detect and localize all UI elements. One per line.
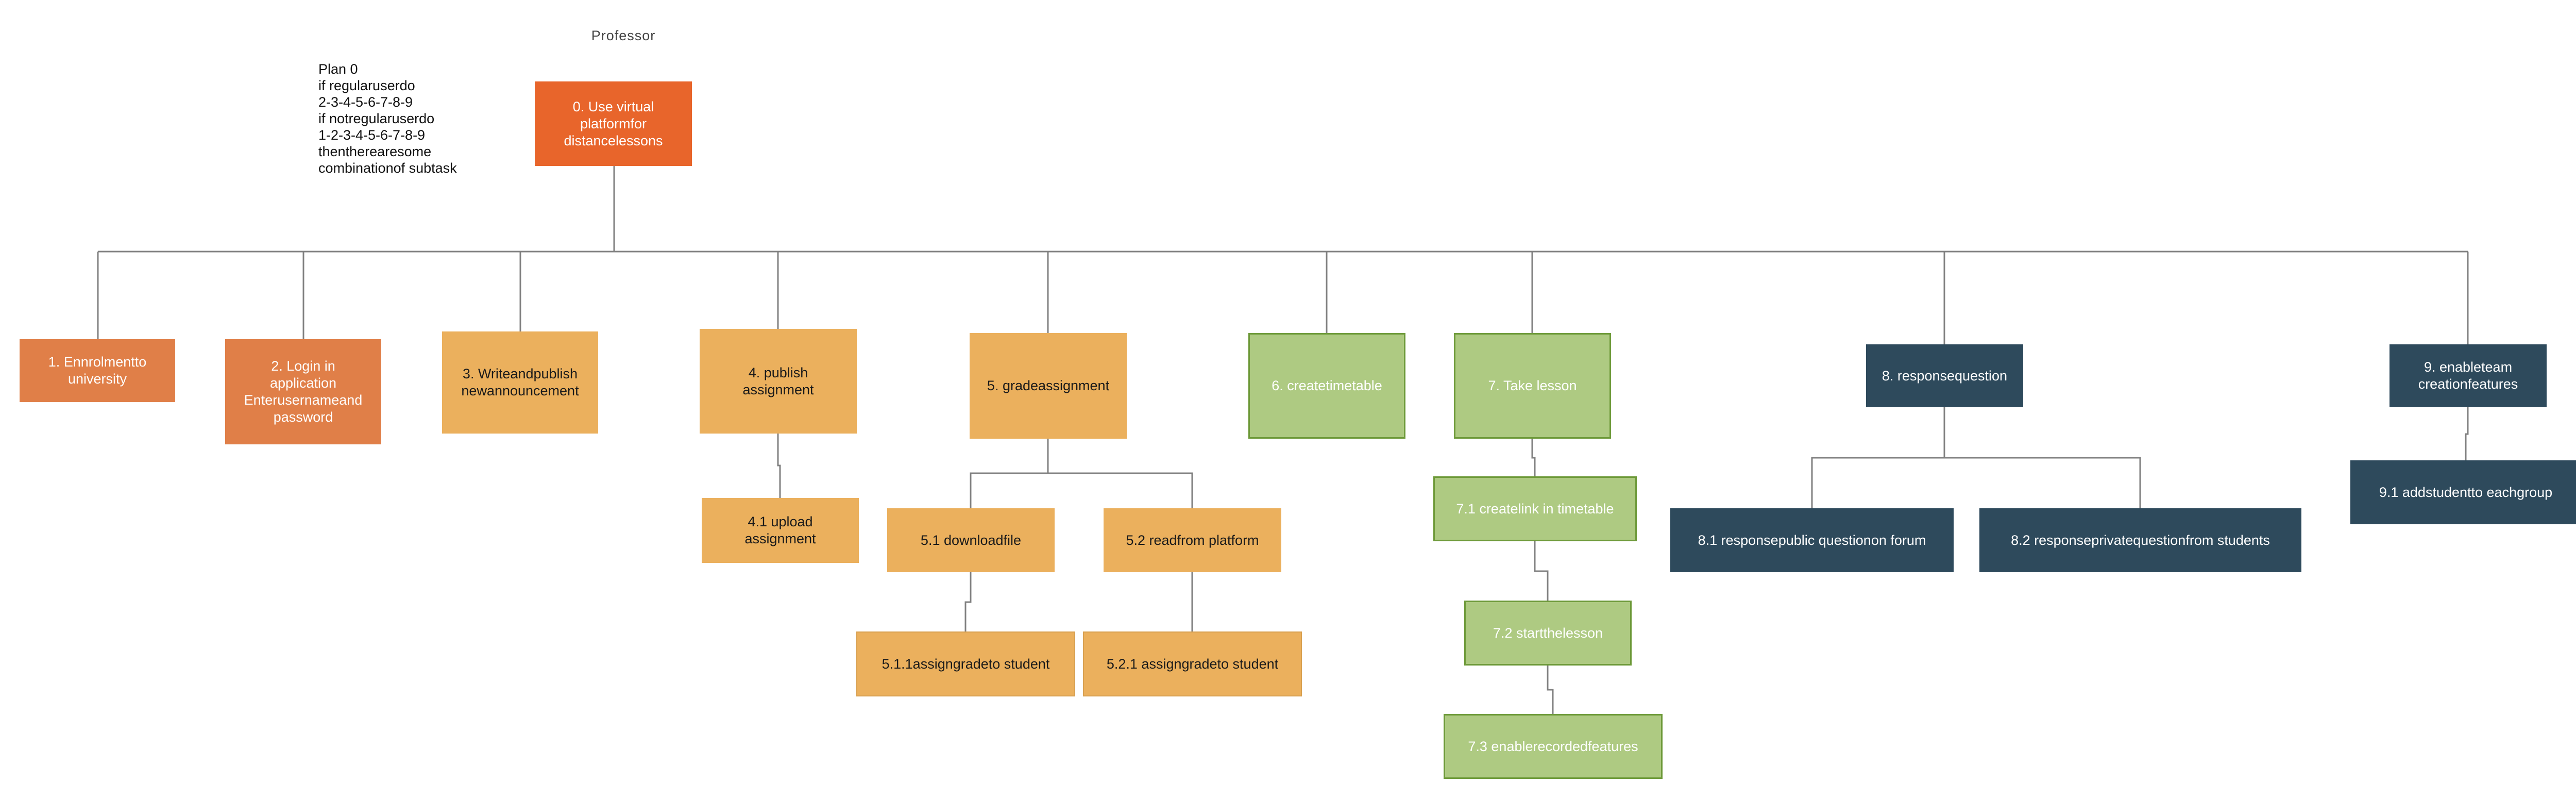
task-label-line: 8.1 responsepublic questionon forum <box>1698 532 1926 548</box>
task-node-5-1[interactable]: 5.1 downloadfile <box>887 508 1055 572</box>
connector-line <box>1048 472 1193 508</box>
task-label-line: application <box>269 375 337 391</box>
diagram-title: Professor <box>591 28 656 43</box>
task-node-5[interactable]: 5. gradeassignment <box>970 333 1127 439</box>
plan-line: combinationof subtask <box>318 160 457 176</box>
task-label-line: 7.1 createlink in timetable <box>1456 501 1614 517</box>
connector-line <box>1531 439 1536 476</box>
connector-line <box>1944 457 2141 508</box>
task-label-line: 4.1 upload <box>748 514 813 529</box>
task-node-7-1[interactable]: 7.1 createlink in timetable <box>1433 476 1637 541</box>
plan-line: 1-2-3-4-5-6-7-8-9 <box>318 127 426 143</box>
task-node-7[interactable]: 7. Take lesson <box>1454 333 1611 439</box>
task-label-line: university <box>67 371 127 387</box>
task-label-line: 5.1.1assigngradeto student <box>882 656 1050 672</box>
task-label-line: 7.3 enablerecordedfeatures <box>1468 738 1638 754</box>
task-label-line: 7.2 startthelesson <box>1493 625 1603 641</box>
task-node-3[interactable]: 3. Writeandpublish newannouncement <box>442 331 598 434</box>
task-node-0-root[interactable]: 0. Use virtual platformfor distancelesso… <box>535 81 692 166</box>
task-node-6[interactable]: 6. createtimetable <box>1248 333 1405 439</box>
plan-line: if regularuserdo <box>318 78 415 93</box>
connector-line <box>970 439 1049 508</box>
task-node-9[interactable]: 9. enableteam creationfeatures <box>2389 344 2547 407</box>
task-node-7-2[interactable]: 7.2 startthelesson <box>1464 601 1632 666</box>
plan-line: if notregularuserdo <box>318 111 435 126</box>
task-label-line: password <box>273 409 333 425</box>
task-label-line: 8. responsequestion <box>1882 368 2008 384</box>
task-node-5-1-1[interactable]: 5.1.1assigngradeto student <box>856 631 1075 696</box>
task-label-line: 9. enableteam <box>2424 359 2513 375</box>
task-label-line: distancelessons <box>564 132 663 148</box>
task-label-line: 5.2.1 assigngradeto student <box>1106 656 1279 672</box>
plan-line: 2-3-4-5-6-7-8-9 <box>318 94 413 110</box>
task-node-5-2-1[interactable]: 5.2.1 assigngradeto student <box>1083 631 1302 696</box>
task-label-line: 3. Writeandpublish <box>462 366 578 381</box>
task-label-line: 9.1 addstudentto eachgroup <box>2379 484 2553 500</box>
connector-line <box>1547 666 1554 714</box>
connector-line <box>2465 407 2469 460</box>
plan-line: thentherearesome <box>318 144 432 159</box>
task-label-line: platformfor <box>580 115 647 131</box>
connector-line <box>1534 541 1549 601</box>
task-node-5-2[interactable]: 5.2 readfrom platform <box>1104 508 1281 572</box>
task-label-line: 5. gradeassignment <box>987 378 1110 393</box>
task-label-line: assignment <box>742 381 814 397</box>
task-node-7-3[interactable]: 7.3 enablerecordedfeatures <box>1444 714 1663 779</box>
task-label-line: assignment <box>744 531 816 546</box>
task-label-line: 6. createtimetable <box>1272 378 1382 393</box>
task-node-9-1[interactable]: 9.1 addstudentto eachgroup <box>2350 460 2576 524</box>
task-label-line: 4. publish <box>748 364 808 380</box>
task-node-8[interactable]: 8. responsequestion <box>1866 344 2023 407</box>
task-label-line: 5.2 readfrom platform <box>1126 532 1259 548</box>
task-label-line: Enterusernameand <box>244 392 363 408</box>
task-label-line: 5.1 downloadfile <box>920 532 1022 548</box>
task-label-line: 1. Ennrolmentto <box>48 354 147 370</box>
connector-line <box>1811 407 1945 508</box>
task-node-1[interactable]: 1. Ennrolmentto university <box>20 339 175 402</box>
task-label-line: 0. Use virtual <box>572 98 654 114</box>
task-label-line: creationfeatures <box>2418 376 2518 392</box>
task-node-4[interactable]: 4. publish assignment <box>700 329 857 434</box>
task-node-4-1[interactable]: 4.1 upload assignment <box>702 498 859 563</box>
task-label-line: 2. Login in <box>271 358 335 374</box>
task-node-8-2[interactable]: 8.2 responseprivatequestionfrom students <box>1979 508 2301 572</box>
task-label-line: 8.2 responseprivatequestionfrom students <box>2011 532 2270 548</box>
connector-line <box>964 572 972 631</box>
connector-line <box>777 434 781 498</box>
task-label-line: 7. Take lesson <box>1488 378 1577 393</box>
plan-note: Plan 0 if regularuserdo 2-3-4-5-6-7-8-9 … <box>318 61 494 176</box>
task-node-2[interactable]: 2. Login in application Enterusernameand… <box>225 339 381 444</box>
task-node-8-1[interactable]: 8.1 responsepublic questionon forum <box>1670 508 1954 572</box>
plan-line: Plan 0 <box>318 61 358 77</box>
task-label-line: newannouncement <box>461 383 579 398</box>
